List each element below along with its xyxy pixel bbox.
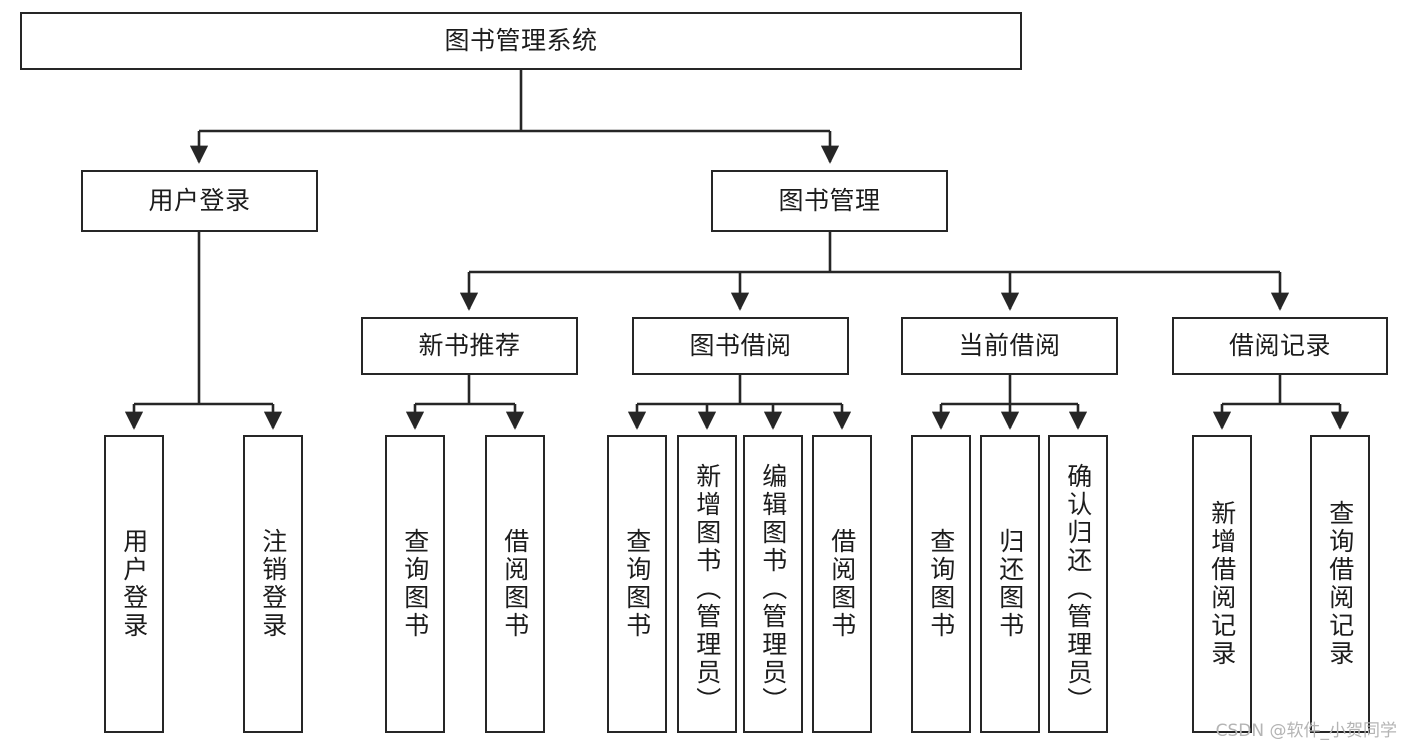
leaf-current-confirm-return-admin[interactable]: 确认归还（管理员） xyxy=(1048,435,1108,733)
leaf-borrow-query-book[interactable]: 查询图书 xyxy=(607,435,667,733)
leaf-user-login-signout[interactable]: 注销登录 xyxy=(243,435,303,733)
leaf-borrow-edit-book-admin[interactable]: 编辑图书（管理员） xyxy=(743,435,803,733)
node-label: 查询图书 xyxy=(622,528,652,640)
node-book-borrow[interactable]: 图书借阅 xyxy=(632,317,849,375)
node-label: 新书推荐 xyxy=(418,331,521,360)
node-label: 查询图书 xyxy=(400,528,430,640)
leaf-borrow-add-book-admin[interactable]: 新增图书（管理员） xyxy=(677,435,737,733)
node-label: 查询借阅记录 xyxy=(1325,500,1355,668)
node-label: 确认归还（管理员） xyxy=(1063,463,1093,715)
leaf-current-query-book[interactable]: 查询图书 xyxy=(911,435,971,733)
leaf-user-login-signin[interactable]: 用户登录 xyxy=(104,435,164,733)
leaf-recommend-borrow-book[interactable]: 借阅图书 xyxy=(485,435,545,733)
node-label: 查询图书 xyxy=(926,528,956,640)
node-label: 借阅图书 xyxy=(827,528,857,640)
node-label: 新增图书（管理员） xyxy=(692,463,722,715)
leaf-record-add-record[interactable]: 新增借阅记录 xyxy=(1192,435,1252,733)
node-current-borrow[interactable]: 当前借阅 xyxy=(901,317,1118,375)
node-label: 借阅图书 xyxy=(500,528,530,640)
node-label: 借阅记录 xyxy=(1228,331,1331,360)
node-label: 注销登录 xyxy=(258,528,288,640)
node-label: 新增借阅记录 xyxy=(1207,500,1237,668)
node-book-management[interactable]: 图书管理 xyxy=(711,170,948,232)
leaf-record-query-record[interactable]: 查询借阅记录 xyxy=(1310,435,1370,733)
node-label: 当前借阅 xyxy=(958,331,1061,360)
node-label: 图书借阅 xyxy=(689,331,792,360)
node-root-system[interactable]: 图书管理系统 xyxy=(20,12,1022,70)
node-label: 图书管理系统 xyxy=(444,26,598,55)
node-label: 归还图书 xyxy=(995,528,1025,640)
node-label: 图书管理 xyxy=(778,186,881,215)
leaf-borrow-borrow-book[interactable]: 借阅图书 xyxy=(812,435,872,733)
node-label: 用户登录 xyxy=(148,186,251,215)
node-new-book-recommend[interactable]: 新书推荐 xyxy=(361,317,578,375)
node-label: 编辑图书（管理员） xyxy=(758,463,788,715)
leaf-recommend-query-book[interactable]: 查询图书 xyxy=(385,435,445,733)
node-borrow-record[interactable]: 借阅记录 xyxy=(1172,317,1388,375)
node-label: 用户登录 xyxy=(119,528,149,640)
node-user-login[interactable]: 用户登录 xyxy=(81,170,318,232)
leaf-current-return-book[interactable]: 归还图书 xyxy=(980,435,1040,733)
